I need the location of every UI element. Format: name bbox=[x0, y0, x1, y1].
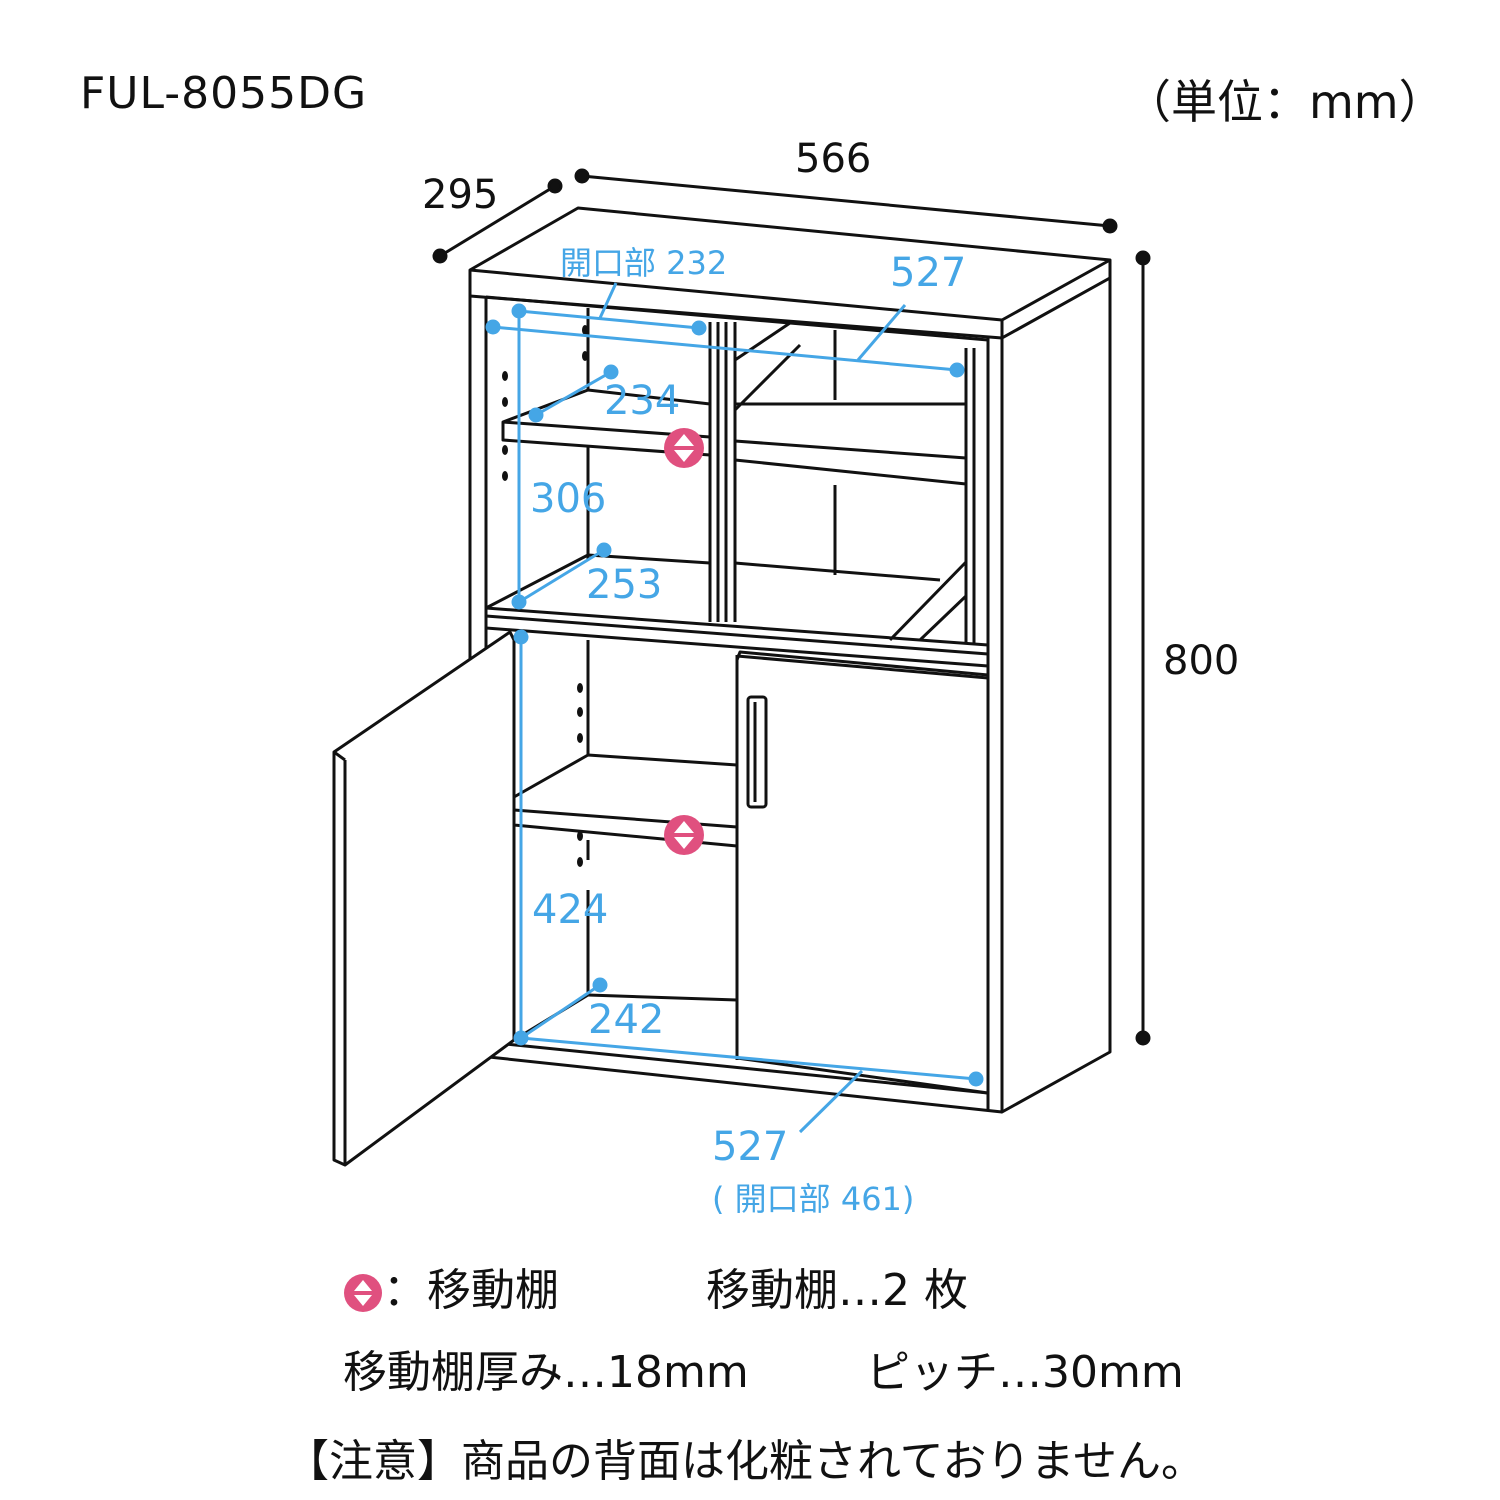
depth-label: 295 bbox=[422, 172, 499, 218]
lower-inner-height-label: 424 bbox=[532, 887, 609, 933]
upper-bottom-depth-label: 253 bbox=[586, 562, 663, 608]
unit-label: （単位：mm） bbox=[1125, 75, 1445, 129]
upper-opening-label: 開口部 232 bbox=[560, 244, 728, 282]
shelf-pitch: ピッチ…30mm bbox=[866, 1347, 1184, 1398]
upper-inner-width-label: 527 bbox=[890, 250, 967, 296]
shelf-thickness: 移動棚厚み…18mm bbox=[343, 1347, 749, 1398]
door-handle bbox=[746, 695, 768, 809]
upper-movable-shelf bbox=[501, 388, 712, 457]
movable-shelf-marker-lower bbox=[664, 815, 704, 855]
right-door bbox=[735, 650, 990, 1095]
model-number: FUL-8055DG bbox=[80, 68, 368, 119]
lower-inner-width-label: 527 bbox=[712, 1124, 789, 1170]
movable-shelf-icon bbox=[344, 1274, 382, 1312]
back-panel-note: 【注意】商品の背面は化粧されておりません。 bbox=[285, 1436, 1206, 1487]
left-door-open bbox=[332, 630, 516, 1167]
legend-icon-label: ：移動棚 bbox=[383, 1265, 559, 1316]
lower-opening-label: ( 開口部 461) bbox=[712, 1180, 915, 1218]
upper-shelf-depth-label: 234 bbox=[604, 378, 681, 424]
upper-inner-height-label: 306 bbox=[530, 476, 607, 522]
width-label: 566 bbox=[795, 136, 872, 182]
lower-bottom-depth-label: 242 bbox=[588, 997, 665, 1043]
shelf-count: 移動棚…2 枚 bbox=[706, 1265, 968, 1316]
right-side-panel bbox=[1000, 276, 1112, 1114]
movable-shelf-marker-upper bbox=[664, 428, 704, 468]
legend-icon-row: ：移動棚 bbox=[343, 1254, 559, 1318]
height-label: 800 bbox=[1163, 638, 1240, 684]
